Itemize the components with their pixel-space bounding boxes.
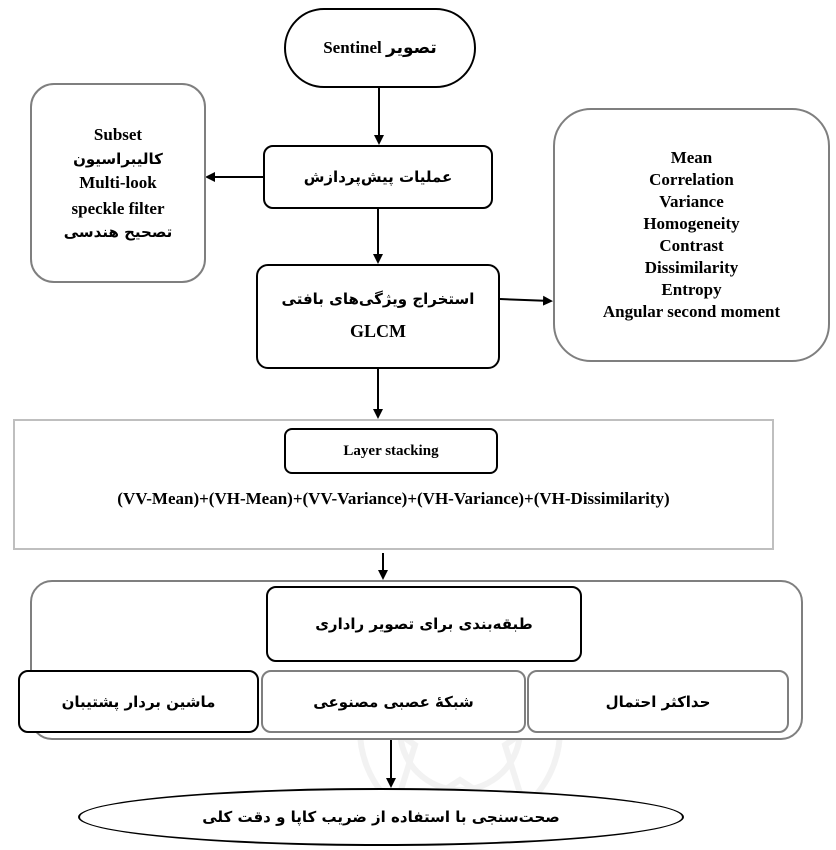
texture-method: GLCM [350,320,406,341]
preprocess-steps-box: Subset کالیبراسیون Multi-look speckle fi… [30,83,206,283]
stacking-container: Layer stacking (VV-Mean)+(VH-Mean)+(VV-V… [13,419,774,550]
texture-label: استخراج ویژگی‌های بافتی [281,290,475,309]
start-label: تصویر Sentinel [323,38,437,58]
start-label-en: Sentinel [323,38,382,57]
step-multilook: Multi-look [79,173,157,193]
feature-variance: Variance [659,191,724,211]
feature-correlation: Correlation [649,169,734,189]
step-geometric-correction: تصحیح هندسی [63,223,173,242]
method-svm: ماشین بردار پشتیبان [18,670,259,733]
classification-title-box: طبقه‌بندی برای تصویر راداری [266,586,582,662]
preprocess-label: عملیات پیش‌پردازش [303,168,453,186]
feature-mean: Mean [670,147,713,167]
step-subset: Subset [93,125,143,145]
method-ml-label: حداکثر احتمال [605,692,711,711]
stacking-title-box: Layer stacking [284,428,498,474]
start-node: تصویر Sentinel [284,8,476,88]
stacking-title: Layer stacking [343,442,439,459]
accuracy-label: صحت‌سنجی با استفاده از ضریب کاپا و دقت ک… [202,808,560,826]
stacking-formula-text: (VV-Mean)+(VH-Mean)+(VV-Variance)+(VH-Va… [117,489,670,508]
method-ann-label: شبکهٔ عصبی مصنوعی [313,692,474,711]
method-ann: شبکهٔ عصبی مصنوعی [261,670,526,733]
start-label-fa: تصویر [386,38,437,58]
texture-box: استخراج ویژگی‌های بافتی GLCM [256,264,500,369]
feature-angular-second-moment: Angular second moment [602,302,781,322]
accuracy-node: صحت‌سنجی با استفاده از ضریب کاپا و دقت ک… [78,788,684,846]
method-ml: حداکثر احتمال [527,670,789,733]
method-svm-label: ماشین بردار پشتیبان [61,692,216,711]
preprocess-box: عملیات پیش‌پردازش [263,145,493,209]
feature-homogeneity: Homogeneity [643,213,740,233]
feature-entropy: Entropy [661,280,722,300]
step-speckle-filter: speckle filter [71,198,165,218]
arrow-texture-to-features [499,295,553,306]
stacking-formula: (VV-Mean)+(VH-Mean)+(VV-Variance)+(VH-Va… [15,479,772,519]
feature-contrast: Contrast [659,236,724,255]
classification-title: طبقه‌بندی برای تصویر راداری [315,615,533,633]
classification-container: طبقه‌بندی برای تصویر راداری ماشین بردار … [18,580,803,740]
step-calibration: کالیبراسیون [73,149,163,168]
feature-dissimilarity: Dissimilarity [644,258,739,278]
features-box: Mean Correlation Variance Homogeneity Co… [553,108,830,362]
